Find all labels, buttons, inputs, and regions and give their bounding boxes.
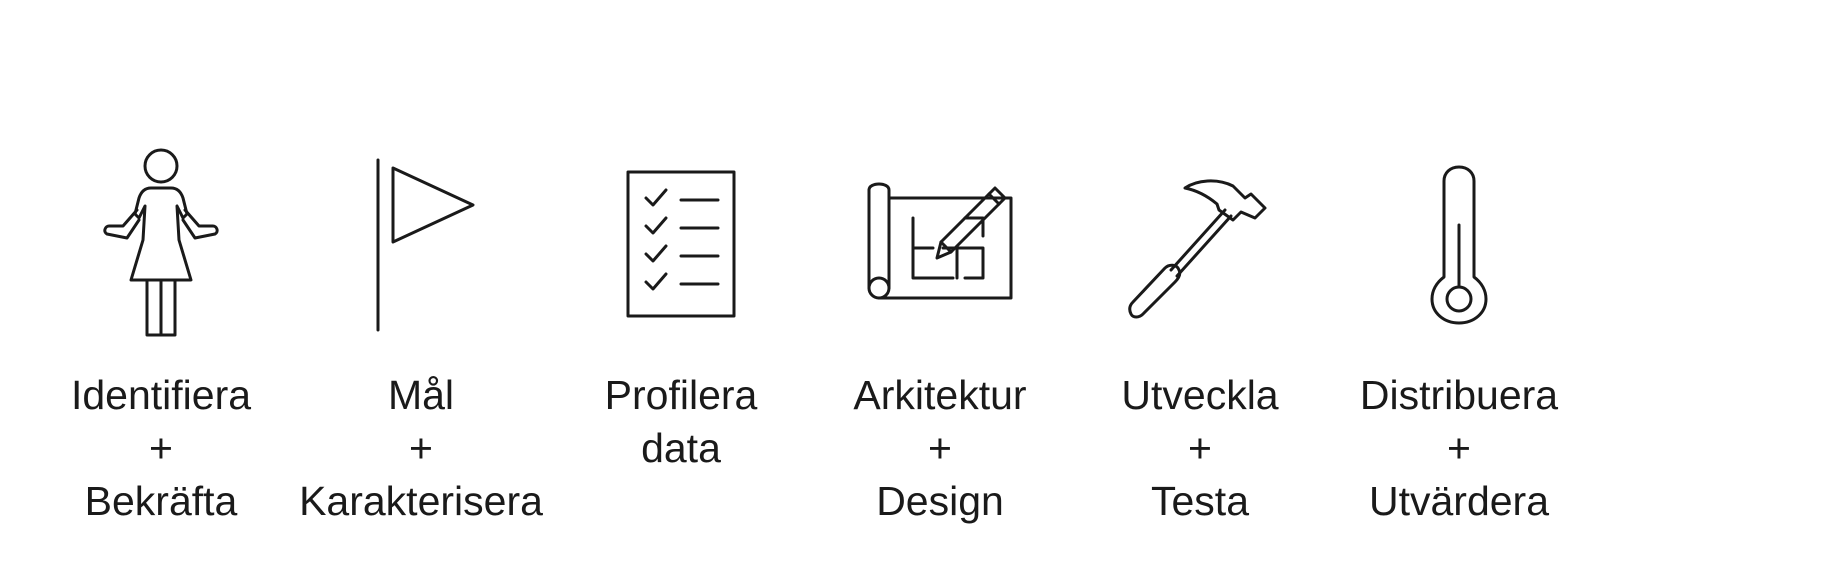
person-shrug-icon xyxy=(61,148,261,340)
label-line: + xyxy=(149,425,173,471)
label-line: Testa xyxy=(1151,478,1249,524)
step-profile: Profilera data xyxy=(531,150,831,475)
step-develop: Utveckla + Testa xyxy=(1050,150,1350,528)
label-line: Distribuera xyxy=(1359,372,1559,418)
hammer-icon xyxy=(1100,150,1300,340)
label-line: Utveckla xyxy=(1121,372,1279,418)
label-line: Identifiera xyxy=(70,372,252,418)
label-line: Bekräfta xyxy=(84,478,238,524)
blueprint-pencil-icon xyxy=(840,150,1040,340)
label-line: Arkitektur xyxy=(853,372,1027,418)
label-line: Profilera xyxy=(604,372,758,418)
label-line: data xyxy=(641,425,721,471)
step-deploy: Distribuera + Utvärdera xyxy=(1309,150,1609,528)
thermometer-icon xyxy=(1359,150,1559,340)
step-identify: Identifiera + Bekräfta xyxy=(11,148,311,528)
label-line: + xyxy=(409,425,433,471)
step-label: Utveckla + Testa xyxy=(1121,369,1278,528)
label-line: + xyxy=(1447,425,1471,471)
label-line: Mål xyxy=(387,372,455,418)
step-architecture: Arkitektur + Design xyxy=(790,150,1090,528)
step-label: Mål + Karakterisera xyxy=(299,369,543,528)
label-line: + xyxy=(1188,425,1212,471)
label-line: Karakterisera xyxy=(299,478,543,524)
label-line: Utvärdera xyxy=(1368,478,1549,524)
checklist-icon xyxy=(581,150,781,340)
label-line: Design xyxy=(876,478,1004,524)
step-label: Profilera data xyxy=(605,369,758,475)
flag-icon xyxy=(321,150,521,340)
step-goal: Mål + Karakterisera xyxy=(271,150,571,528)
step-label: Arkitektur + Design xyxy=(853,369,1026,528)
label-line: + xyxy=(928,425,952,471)
step-label: Identifiera + Bekräfta xyxy=(71,369,251,528)
step-label: Distribuera + Utvärdera xyxy=(1360,369,1558,528)
